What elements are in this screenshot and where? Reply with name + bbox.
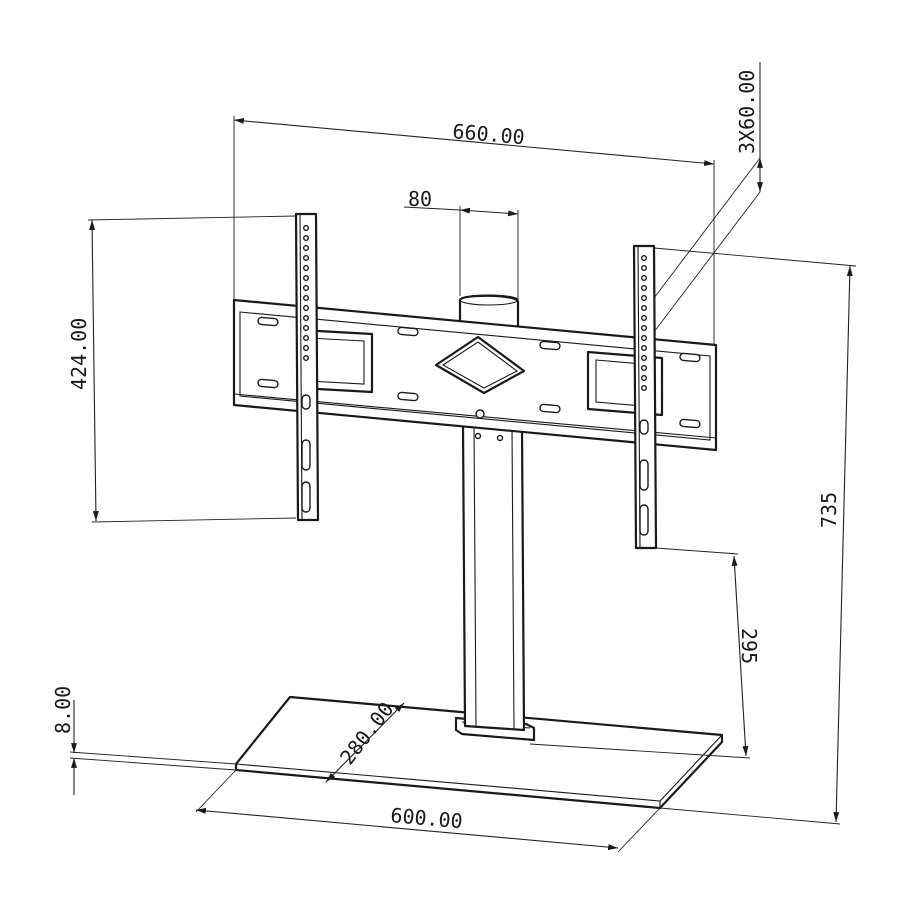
left-bracket-holes [303, 224, 310, 362]
dimension-600: 600.00 [195, 769, 661, 853]
dimension-660-label: 660.00 [452, 119, 526, 149]
support-column [454, 423, 536, 742]
dimension-295: 295 [529, 547, 761, 759]
dimension-424: 424.00 [67, 215, 297, 523]
left-vertical-bracket [294, 212, 320, 522]
dimension-735: 735 [653, 247, 857, 825]
dimension-8-label: 8.00 [51, 686, 75, 734]
right-bracket-holes [641, 254, 648, 392]
right-vertical-bracket [632, 244, 658, 550]
dimension-735-label: 735 [817, 492, 841, 528]
dimension-80: 80 [403, 187, 519, 300]
dimension-3x60: 3X60.00 [653, 62, 763, 333]
dimension-3x60-label: 3X60.00 [735, 70, 759, 154]
dimension-8: 8.00 [51, 686, 237, 795]
dimension-80-label: 80 [408, 187, 432, 211]
dimension-295-label: 295 [737, 628, 761, 664]
column-clamp [458, 294, 520, 330]
dimension-424-label: 424.00 [67, 318, 91, 390]
